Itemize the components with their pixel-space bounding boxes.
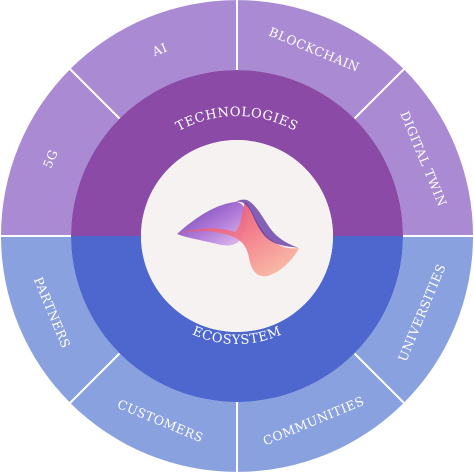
segment-divider xyxy=(353,68,405,120)
outer-ring-top xyxy=(1,0,473,236)
label-ai: AI xyxy=(149,40,169,60)
segment-divider xyxy=(69,352,121,404)
inner-ring-top xyxy=(71,70,403,236)
segment-divider xyxy=(353,352,405,404)
outer-ring-bottom xyxy=(1,236,473,472)
segment-divider xyxy=(69,68,121,120)
label-5g: 5G xyxy=(40,147,61,170)
inner-ring-bottom xyxy=(71,236,403,402)
logo-icon xyxy=(177,199,299,277)
